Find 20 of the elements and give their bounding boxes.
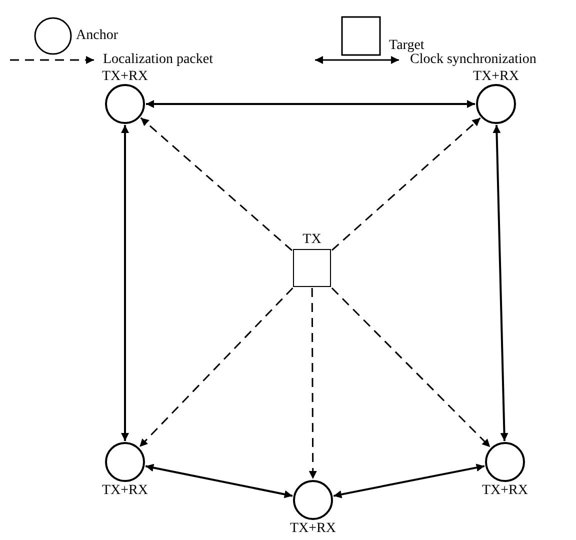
dashed-arrow [308, 288, 317, 479]
legend-label: Target [389, 38, 424, 53]
double-arrow [146, 100, 475, 108]
legend-label: Localization packet [103, 52, 213, 68]
dashed-arrow [140, 117, 292, 252]
double-arrow [333, 464, 485, 498]
node-label: TX+RX [482, 483, 528, 499]
dashed-arrow [332, 117, 481, 251]
dashed-arrow [139, 287, 294, 448]
legend-label: Anchor [76, 28, 118, 44]
node-label: TX+RX [473, 69, 519, 85]
node-label: TX+RX [102, 483, 148, 499]
node-label: TX+RX [102, 69, 148, 85]
dashed-arrow [331, 287, 491, 448]
double-arrow [492, 124, 508, 442]
double-arrow [145, 464, 293, 498]
double-arrow [121, 125, 129, 441]
node-label: TX [302, 232, 322, 248]
node-label: TX+RX [290, 521, 336, 537]
legend-label: Clock synchronization [410, 52, 536, 68]
